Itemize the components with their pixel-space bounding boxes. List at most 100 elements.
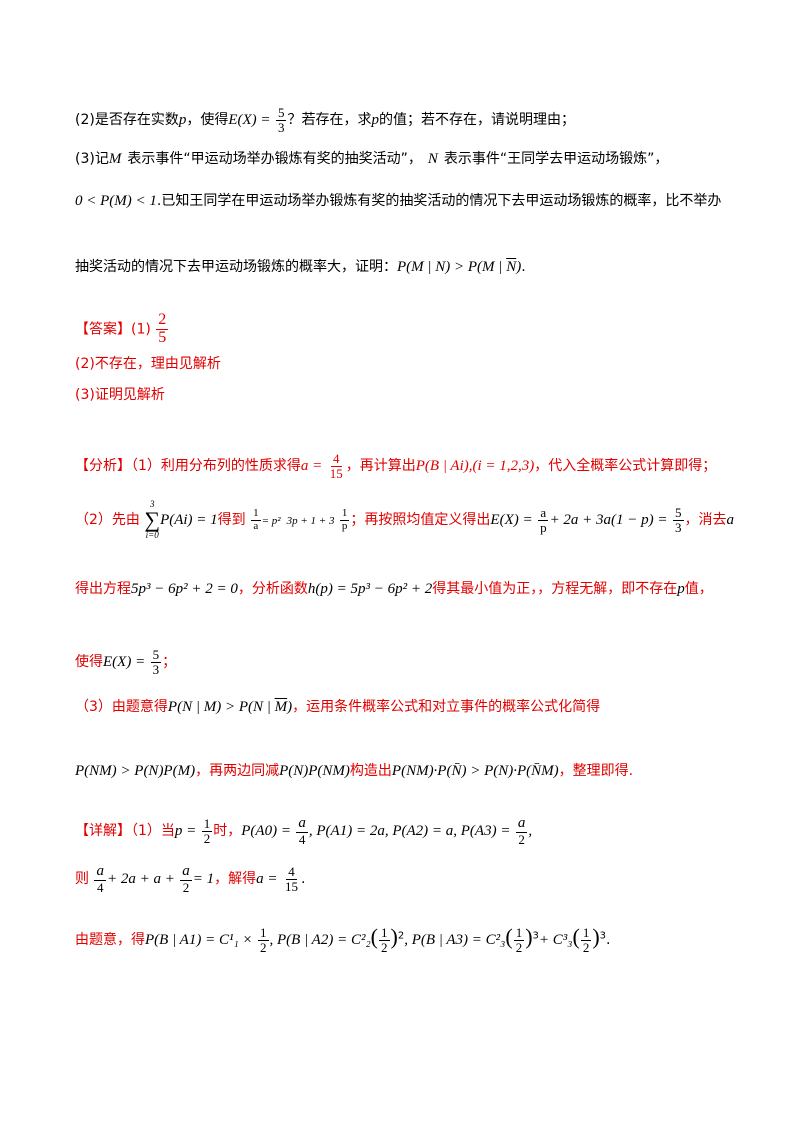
q3-claim-left: P(M | N) > P(M | — [397, 259, 507, 275]
l5-expr: P(N | M) > P(N | — [167, 699, 275, 715]
analysis-a-eq: a = — [300, 458, 323, 475]
analysis-l3c: 得其最小值为正，，方程无解，即不存在 — [432, 581, 678, 597]
l2-expr2: 3p + 1 + 3 — [286, 515, 335, 527]
detail-l2b: ，解得 — [214, 871, 257, 888]
q2-var-p2: p — [371, 112, 379, 129]
l3-p: p — [677, 581, 685, 597]
analysis-l4a: 使得 — [75, 654, 103, 671]
q3-var-n: N — [427, 151, 438, 167]
analysis-l1d: ，代入全概率公式计算即得； — [534, 458, 717, 475]
answer-part2: (2)不存在，理由见解析 — [75, 356, 221, 372]
answer-line-3: (3)证明见解析 — [75, 387, 165, 404]
analysis-l2d: ，消去 — [684, 512, 727, 528]
question-3-line-3: 抽奖活动的情况下去甲运动场锻炼的概率大，证明：P(M | N) > P(M | … — [75, 258, 526, 276]
analysis-l2c: ；再按照均值定义得出 — [350, 512, 491, 528]
l3-fn: h(p) = 5p³ − 6p² + 2 — [307, 581, 433, 597]
answer-label: 【答案】 — [75, 321, 131, 338]
sum-expr: P(Ai) = 1 — [160, 512, 218, 528]
detail-l1-end: , — [528, 823, 533, 840]
detail-l1b: 时， — [213, 823, 242, 840]
analysis-l4b: ； — [162, 654, 177, 671]
analysis-line-5: （3）由题意得P(N | M) > P(N | M)，运用条件概率公式和对立事件… — [75, 698, 600, 716]
q2-text-a: (2)是否存在实数 — [75, 112, 179, 129]
analysis-l6b: 构造出 — [349, 763, 392, 779]
analysis-l3d: 值， — [684, 581, 713, 597]
detail-l2-end-expr: = 1 — [192, 871, 215, 888]
detail-l3-end: . — [606, 932, 611, 948]
analysis-l3b: ，分析函数 — [237, 581, 308, 597]
analysis-l1a: （1）利用分布列的性质求得 — [131, 458, 301, 475]
analysis-l5b: ，运用条件概率公式和对立事件的概率公式化简得 — [292, 699, 601, 715]
analysis-line-6: P(NM) > P(N)P(M)，再两边同减P(N)P(NM)构造出P(NM)·… — [75, 762, 633, 780]
q3-inequality: 0 < P(M) < 1 — [75, 193, 157, 209]
answer-part1: (1) — [131, 321, 151, 338]
q3-var-m: M — [108, 151, 122, 167]
detail-l2-mid: + 2a + a + — [106, 871, 175, 888]
analysis-l2a: （2）先由 — [75, 512, 140, 528]
analysis-l1c: P(B | Ai),(i = 1,2,3) — [415, 458, 535, 475]
q3-text-c: 表示事件“王同学去甲运动场锻炼”， — [443, 151, 669, 167]
l5-mbar: M — [274, 699, 288, 715]
q3-text-a: (3)记 — [75, 151, 109, 167]
analysis-l6a: ，再两边同减 — [195, 763, 280, 779]
l2-ex: E(X) = — [490, 512, 533, 528]
analysis-line-3: 得出方程5p³ − 6p² + 2 = 0，分析函数h(p) = 5p³ − 6… — [75, 580, 713, 598]
answer-line-2: (2)不存在，理由见解析 — [75, 356, 221, 373]
l3-eq: 5p³ − 6p² + 2 = 0 — [131, 581, 238, 597]
q3-claim-right: ) — [516, 259, 522, 275]
analysis-l5a: （3）由题意得 — [75, 699, 168, 715]
detail-l3-e4: + C³₃ — [538, 932, 573, 948]
q2-ex: E(X) = — [228, 112, 271, 129]
l2-expr1: = p² — [261, 515, 281, 527]
q2-text-b: ，使得 — [186, 112, 229, 129]
detail-l2a: 则 — [75, 871, 89, 888]
detail-l3a: 由题意，得 — [75, 932, 145, 948]
analysis-l3a: 得出方程 — [75, 581, 131, 597]
q3-end: . — [521, 259, 526, 275]
detail-l3-e1: P(B | A1) = C¹₁ × — [145, 932, 253, 948]
analysis-l1b: ，再计算出 — [345, 458, 416, 475]
l6-expr1: P(NM) > P(N)P(M) — [75, 763, 196, 779]
sum-symbol: 3∑i=0 — [144, 499, 161, 540]
q3-text-e: 抽奖活动的情况下去甲运动场锻炼的概率大，证明： — [75, 259, 397, 275]
analysis-l2b: 得到 — [217, 512, 246, 528]
l2-ex-rest: + 2a + 3a(1 − p) = — [549, 512, 668, 528]
q3-claim-nbar: N — [506, 259, 517, 275]
l5-end: ) — [287, 699, 293, 715]
detail-l1a: （1）当 — [131, 823, 175, 840]
detail-l3-e2: , P(B | A2) = C²₂ — [269, 932, 371, 948]
q2-text-d: 的值；若不存在，请说明理由； — [378, 112, 575, 129]
l2-a: a — [726, 512, 735, 528]
l6-expr2: P(N)P(NM) — [279, 763, 350, 779]
l6-expr3: P(NM)·P(N̄) > P(N)·P(N̄M) — [391, 763, 559, 779]
detail-p: p = — [174, 823, 197, 840]
detail-label: 【详解】 — [75, 823, 131, 840]
detail-l3-e3: , P(B | A3) = C²₃ — [404, 932, 506, 948]
analysis-label: 【分析】 — [75, 458, 131, 475]
q2-var-p: p — [178, 112, 187, 129]
question-3-line-2: 0 < P(M) < 1.已知王同学在甲运动场举办锻炼有奖的抽奖活动的情况下去甲… — [75, 192, 721, 210]
analysis-l6c: ，整理即得. — [558, 763, 634, 779]
